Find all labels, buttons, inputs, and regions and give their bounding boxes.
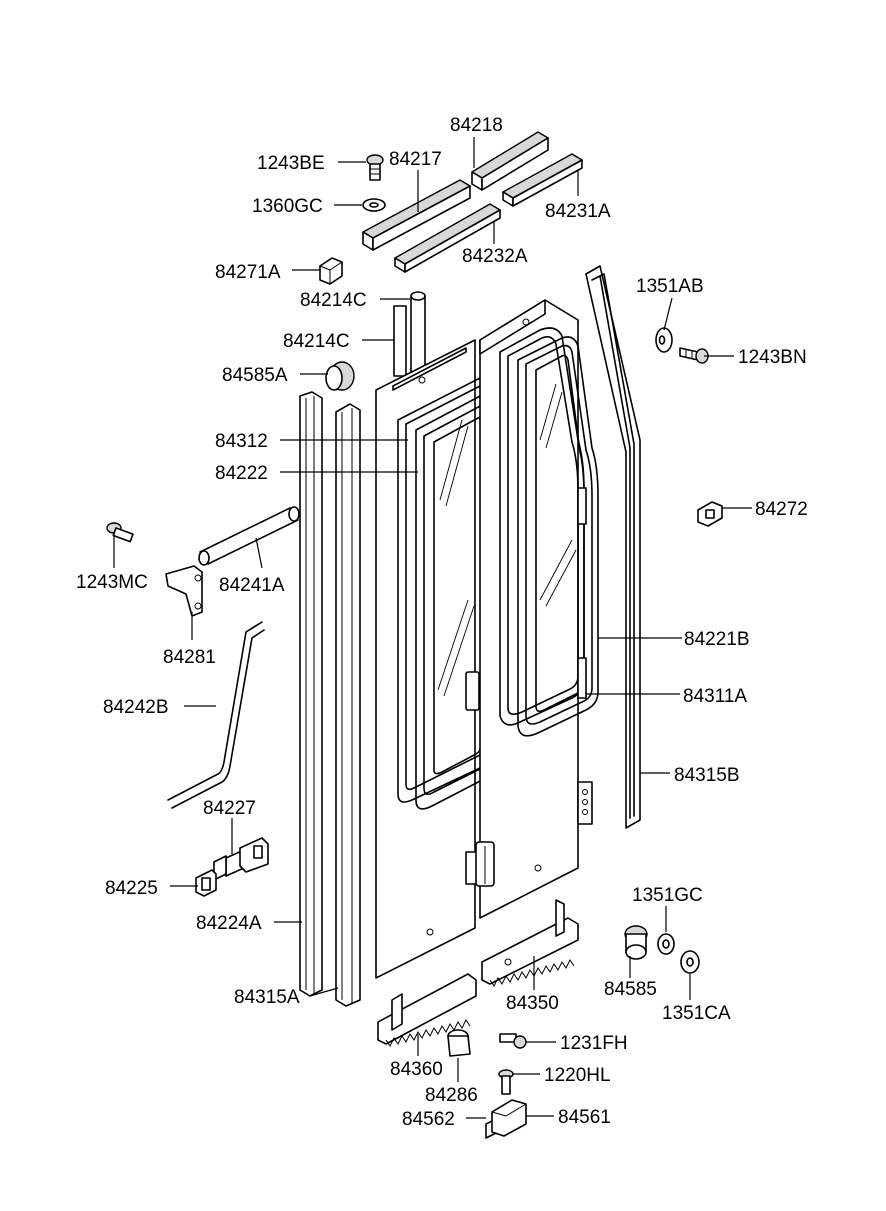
- label-84221B: 84221B: [684, 629, 750, 650]
- label-84312: 84312: [215, 431, 268, 452]
- label-84214C-mid: 84214C: [283, 331, 350, 352]
- run-channel-84224A: [299, 391, 323, 997]
- washer-1351AB: [655, 327, 673, 353]
- label-1351AB: 1351AB: [636, 276, 704, 297]
- bolt-1231FH: [499, 1033, 527, 1049]
- label-84315B: 84315B: [674, 765, 740, 786]
- label-1351GC: 1351GC: [632, 885, 703, 906]
- label-1243BN: 1243BN: [738, 347, 807, 368]
- weatherstrip-84231A: [502, 153, 583, 207]
- rod-84241A: [198, 506, 300, 566]
- label-84350: 84350: [506, 993, 559, 1014]
- label-84311A: 84311A: [683, 686, 747, 707]
- label-84225: 84225: [105, 878, 158, 899]
- label-84231A: 84231A: [545, 201, 611, 222]
- label-84271A: 84271A: [215, 262, 281, 283]
- right-door-panel: [465, 299, 599, 919]
- label-84585: 84585: [604, 979, 657, 1000]
- label-84222: 84222: [215, 463, 268, 484]
- run-channel-84315B: [585, 265, 641, 829]
- clip-84272: [697, 501, 723, 527]
- part-labels: 84218 1243BE 84217 1360GC 84231A 84232A …: [76, 115, 808, 1130]
- label-84227: 84227: [203, 798, 256, 819]
- screw-1243BE: [366, 154, 384, 181]
- label-84585A: 84585A: [222, 365, 288, 386]
- retainer-84225: [195, 869, 217, 897]
- washer-1351CA: [680, 950, 700, 974]
- label-1243BE: 1243BE: [257, 153, 325, 174]
- label-1351CA: 1351CA: [662, 1003, 731, 1024]
- bushing-84585: [624, 925, 648, 960]
- run-channel-84315A: [335, 403, 361, 1007]
- rod-84242B: [167, 621, 265, 809]
- label-84360: 84360: [390, 1059, 443, 1080]
- bracket-84281: [165, 565, 203, 617]
- stopper-84561: [491, 1099, 527, 1137]
- label-84286: 84286: [425, 1085, 478, 1106]
- label-84562: 84562: [402, 1109, 455, 1130]
- leader-lines: [113, 137, 752, 1119]
- bushing-84585A: [325, 361, 355, 391]
- label-84241A: 84241A: [219, 575, 285, 596]
- label-1243MC: 1243MC: [76, 572, 148, 593]
- channel-84214C: [393, 291, 426, 381]
- screw-1243MC: [106, 522, 134, 543]
- bushing-84286: [447, 1029, 471, 1057]
- label-1220HL: 1220HL: [544, 1065, 611, 1086]
- label-84232A: 84232A: [462, 246, 528, 267]
- bolt-1220HL: [498, 1069, 514, 1095]
- label-84272: 84272: [755, 499, 808, 520]
- retainer-84227: [213, 837, 269, 881]
- label-84561: 84561: [558, 1107, 611, 1128]
- label-84217: 84217: [389, 149, 442, 170]
- clip-84271A: [319, 257, 343, 285]
- label-84242B: 84242B: [103, 697, 169, 718]
- label-84224A: 84224A: [196, 913, 262, 934]
- label-1231FH: 1231FH: [560, 1033, 628, 1054]
- bolt-1243BN: [679, 347, 709, 364]
- label-84315A: 84315A: [234, 987, 300, 1008]
- weatherstrip-84218: [471, 131, 549, 191]
- washer-1360GC: [362, 198, 386, 212]
- label-84218: 84218: [450, 115, 503, 136]
- label-1360GC: 1360GC: [252, 196, 323, 217]
- guide-84350: [481, 899, 579, 987]
- weatherstrip-84232A: [394, 203, 501, 273]
- label-84214C-top: 84214C: [300, 290, 367, 311]
- washer-1351GC: [657, 933, 675, 955]
- label-84281: 84281: [163, 647, 216, 668]
- guide-84360: [377, 973, 477, 1047]
- weatherstrip-84217: [362, 179, 471, 251]
